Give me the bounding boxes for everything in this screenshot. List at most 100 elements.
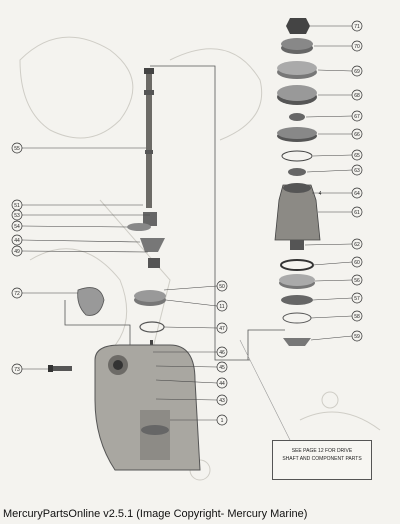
callout-leader bbox=[305, 115, 353, 118]
callout-circle bbox=[216, 394, 228, 406]
callout-number: 66 bbox=[354, 132, 360, 138]
callout-circle bbox=[216, 377, 228, 389]
callout-65: 65 bbox=[312, 149, 363, 161]
callout-55: 55 bbox=[11, 142, 146, 154]
callout-11: 11 bbox=[165, 299, 228, 312]
right-column-parts bbox=[274, 18, 321, 346]
callout-number: 46 bbox=[219, 350, 225, 356]
callout-circle bbox=[351, 330, 363, 342]
callout-71: 71 bbox=[310, 20, 363, 32]
callout-54: 54 bbox=[11, 220, 128, 232]
callout-circle bbox=[11, 209, 23, 221]
callout-50: 50 bbox=[163, 280, 228, 292]
callout-number: 63 bbox=[354, 168, 360, 174]
callout-leader bbox=[314, 279, 353, 282]
callout-number: 73 bbox=[14, 367, 20, 373]
gear-housing bbox=[94, 344, 201, 471]
note-line-1: SEE PAGE 12 FOR DRIVE bbox=[291, 448, 353, 454]
callout-number: 64 bbox=[354, 191, 360, 197]
callout-43: 43 bbox=[155, 394, 228, 406]
callout-number: 53 bbox=[14, 213, 20, 219]
callout-leader bbox=[163, 285, 218, 291]
callout-leader bbox=[155, 365, 218, 368]
callout-circle bbox=[351, 89, 363, 101]
exploded-parts-diagram: 7170696867666563646155515354444962605657… bbox=[11, 18, 381, 481]
callout-number: 69 bbox=[354, 69, 360, 75]
callout-circle bbox=[351, 292, 363, 304]
callout-number: 51 bbox=[14, 203, 20, 209]
callout-58: 58 bbox=[310, 310, 363, 322]
callout-circle bbox=[11, 142, 23, 154]
callout-number: 11 bbox=[219, 304, 224, 310]
callout-number: 65 bbox=[354, 153, 360, 159]
callout-number: 70 bbox=[354, 44, 360, 50]
screw bbox=[48, 365, 72, 372]
callout-leader bbox=[155, 379, 218, 384]
callout-4: 4 bbox=[319, 191, 322, 197]
callout-60: 60 bbox=[312, 256, 363, 268]
callout-layer: 7170696867666563646155515354444962605657… bbox=[11, 20, 363, 426]
callout-number: 60 bbox=[354, 260, 360, 266]
callout-leader bbox=[304, 243, 353, 246]
callout-number: 72 bbox=[14, 291, 20, 297]
connector-lines bbox=[64, 65, 285, 361]
callout-46: 46 bbox=[153, 346, 228, 358]
callout-73: 73 bbox=[11, 363, 48, 375]
callout-number: 49 bbox=[14, 249, 20, 255]
callout-1: 1 bbox=[170, 414, 228, 426]
callout-51: 51 bbox=[11, 199, 143, 211]
callout-61: 61 bbox=[318, 206, 363, 218]
callout-circle bbox=[351, 274, 363, 286]
callout-circle bbox=[11, 363, 23, 375]
callout-circle bbox=[216, 414, 228, 426]
reference-note: SEE PAGE 12 FOR DRIVE SHAFT AND COMPONEN… bbox=[272, 440, 372, 480]
callout-leader bbox=[21, 225, 128, 228]
callout-circle bbox=[11, 287, 23, 299]
callout-circle bbox=[216, 322, 228, 334]
callout-number: 56 bbox=[354, 278, 360, 284]
callout-circle bbox=[351, 149, 363, 161]
callout-leader bbox=[21, 239, 141, 243]
callout-49: 49 bbox=[11, 245, 149, 257]
callout-59: 59 bbox=[310, 330, 363, 342]
callout-leader bbox=[306, 169, 353, 173]
callout-number: 44 bbox=[219, 381, 225, 387]
callout-leader bbox=[310, 315, 353, 319]
callout-64: 64 bbox=[312, 187, 363, 199]
callout-number: 47 bbox=[219, 326, 225, 332]
callout-number: 44 bbox=[14, 238, 20, 244]
callout-leader bbox=[310, 335, 353, 341]
callout-circle bbox=[216, 346, 228, 358]
callout-number: 71 bbox=[354, 24, 360, 30]
callout-68: 68 bbox=[318, 89, 363, 101]
callout-57: 57 bbox=[312, 292, 363, 304]
callout-53: 53 bbox=[11, 209, 150, 221]
callout-67: 67 bbox=[305, 110, 363, 122]
callout-number: 54 bbox=[14, 224, 20, 230]
pinion-gear-assembly bbox=[127, 212, 165, 268]
callout-circle bbox=[351, 20, 363, 32]
callout-circle bbox=[351, 256, 363, 268]
callout-44: 44 bbox=[11, 234, 141, 246]
callout-number: 68 bbox=[354, 93, 360, 99]
callout-circle bbox=[351, 238, 363, 250]
callout-leader bbox=[165, 299, 218, 307]
callout-circle bbox=[216, 280, 228, 292]
callout-circle bbox=[351, 164, 363, 176]
drive-shaft bbox=[144, 68, 154, 208]
callout-number: 50 bbox=[219, 284, 225, 290]
callout-56: 56 bbox=[314, 274, 363, 286]
callout-72: 72 bbox=[11, 287, 78, 299]
callout-circle bbox=[216, 361, 228, 373]
callout-number: 1 bbox=[221, 418, 224, 424]
callout-number: 67 bbox=[354, 114, 360, 120]
callout-number: 43 bbox=[219, 398, 225, 404]
callout-leader bbox=[312, 297, 353, 301]
callout-44: 44 bbox=[155, 377, 228, 389]
image-copyright: MercuryPartsOnline v2.5.1 (Image Copyrig… bbox=[3, 508, 308, 520]
callout-leader bbox=[312, 261, 353, 266]
callout-69: 69 bbox=[317, 65, 363, 77]
callout-63: 63 bbox=[306, 164, 363, 176]
callout-45: 45 bbox=[155, 361, 228, 373]
callout-number: 59 bbox=[354, 334, 360, 340]
